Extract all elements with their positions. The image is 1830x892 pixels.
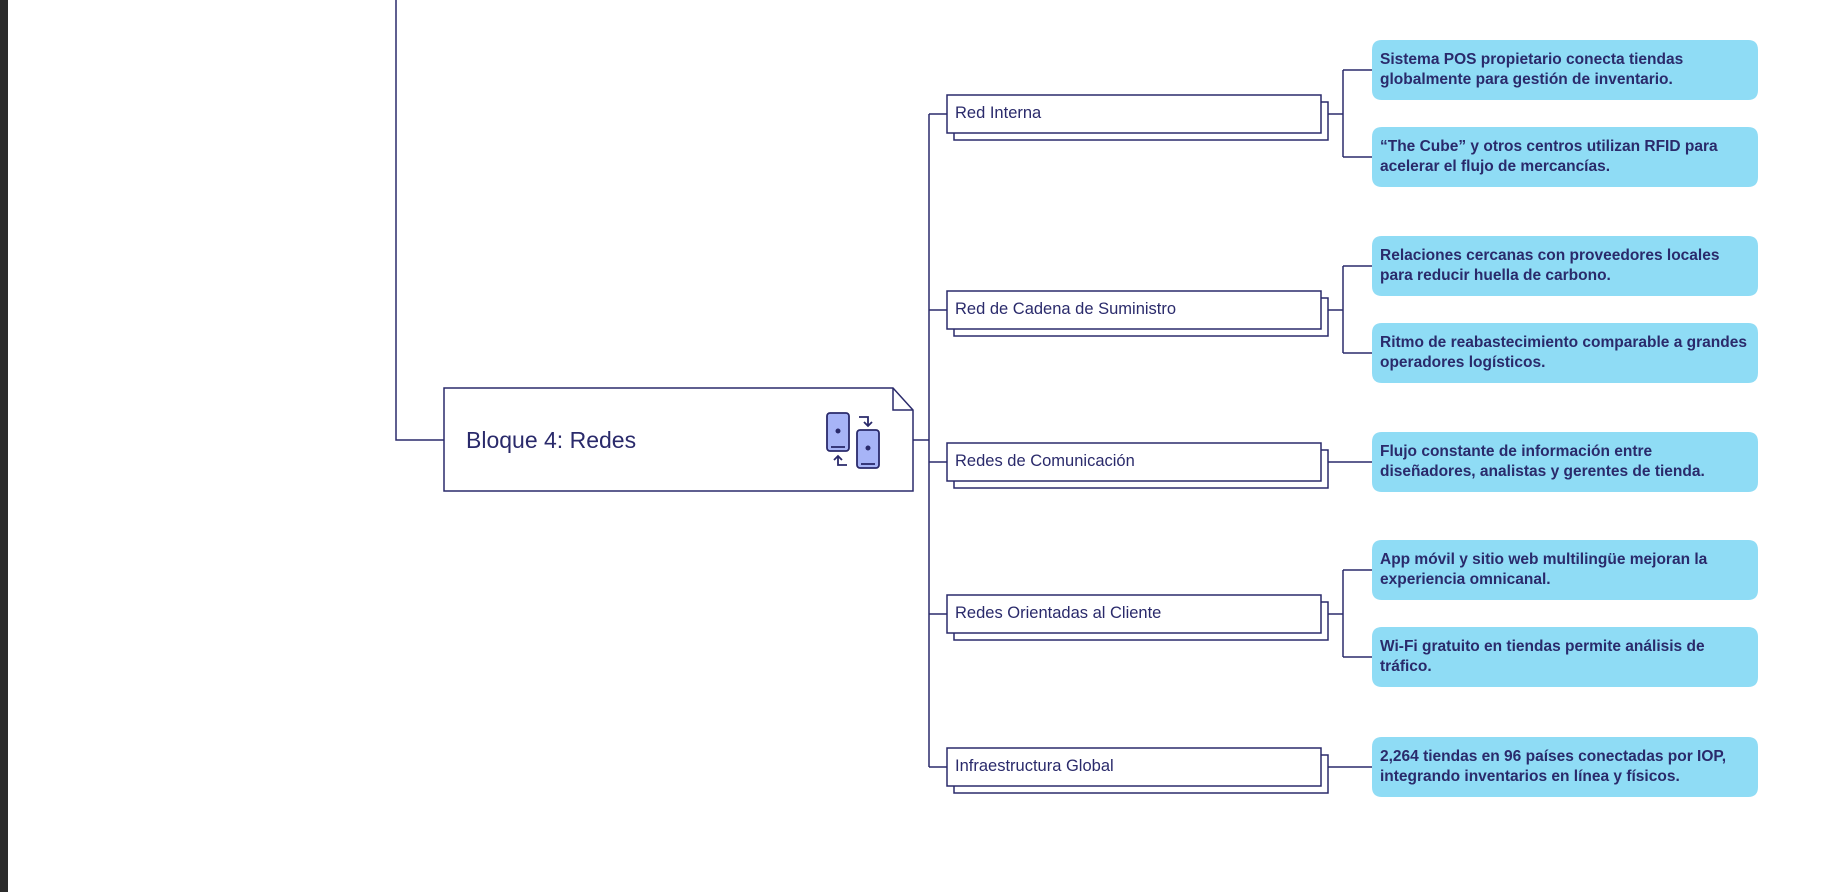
branch-box-comunicacion[interactable] (946, 442, 1329, 489)
leaf-node[interactable]: App móvil y sitio web multilingüe mejora… (1372, 538, 1758, 602)
branch-label-red-interna: Red Interna (955, 104, 1042, 122)
branch-box-cliente[interactable] (946, 594, 1329, 641)
branch-label-cadena-suministro: Red de Cadena de Suministro (955, 300, 1177, 318)
leaf-node[interactable]: Flujo constante de información entre dis… (1372, 430, 1758, 494)
leaf-text: Flujo constante de información entre dis… (1380, 443, 1705, 480)
leaf-text: “The Cube” y otros centros utilizan RFID… (1380, 138, 1718, 175)
leaf-text: Wi-Fi gratuito en tiendas permite anális… (1380, 638, 1705, 675)
leaf-node[interactable]: Sistema POS propietario conecta tiendas … (1372, 38, 1758, 102)
leaf-node[interactable]: Relaciones cercanas con proveedores loca… (1372, 234, 1758, 298)
leaf-node[interactable]: “The Cube” y otros centros utilizan RFID… (1372, 125, 1758, 189)
leaf-node[interactable]: 2,264 tiendas en 96 países conectadas po… (1372, 735, 1758, 799)
leaf-node[interactable]: Wi-Fi gratuito en tiendas permite anális… (1372, 625, 1758, 689)
leaf-text: 2,264 tiendas en 96 países conectadas po… (1380, 748, 1727, 785)
branch-label-infraestructura: Infraestructura Global (955, 757, 1114, 775)
parent-connector (395, 0, 444, 441)
leaf-text: Relaciones cercanas con proveedores loca… (1380, 247, 1720, 284)
branch-label-comunicacion: Redes de Comunicación (955, 452, 1135, 470)
phones-sync-icon (826, 412, 880, 469)
leaf-node[interactable]: Ritmo de reabastecimiento comparable a g… (1372, 321, 1758, 385)
left-edge-bar (0, 0, 8, 892)
main-node-title: Bloque 4: Redes (466, 427, 637, 453)
leaf-text: Sistema POS propietario conecta tiendas … (1380, 51, 1684, 88)
branch-label-cliente: Redes Orientadas al Cliente (955, 604, 1162, 622)
main-node[interactable] (443, 387, 914, 492)
branch-box-red-interna[interactable] (946, 94, 1329, 141)
branch-box-infraestructura[interactable] (946, 747, 1329, 794)
leaf-text: Ritmo de reabastecimiento comparable a g… (1380, 334, 1747, 371)
branch-box-cadena-suministro[interactable] (946, 290, 1329, 337)
leaf-text: App móvil y sitio web multilingüe mejora… (1380, 551, 1708, 588)
